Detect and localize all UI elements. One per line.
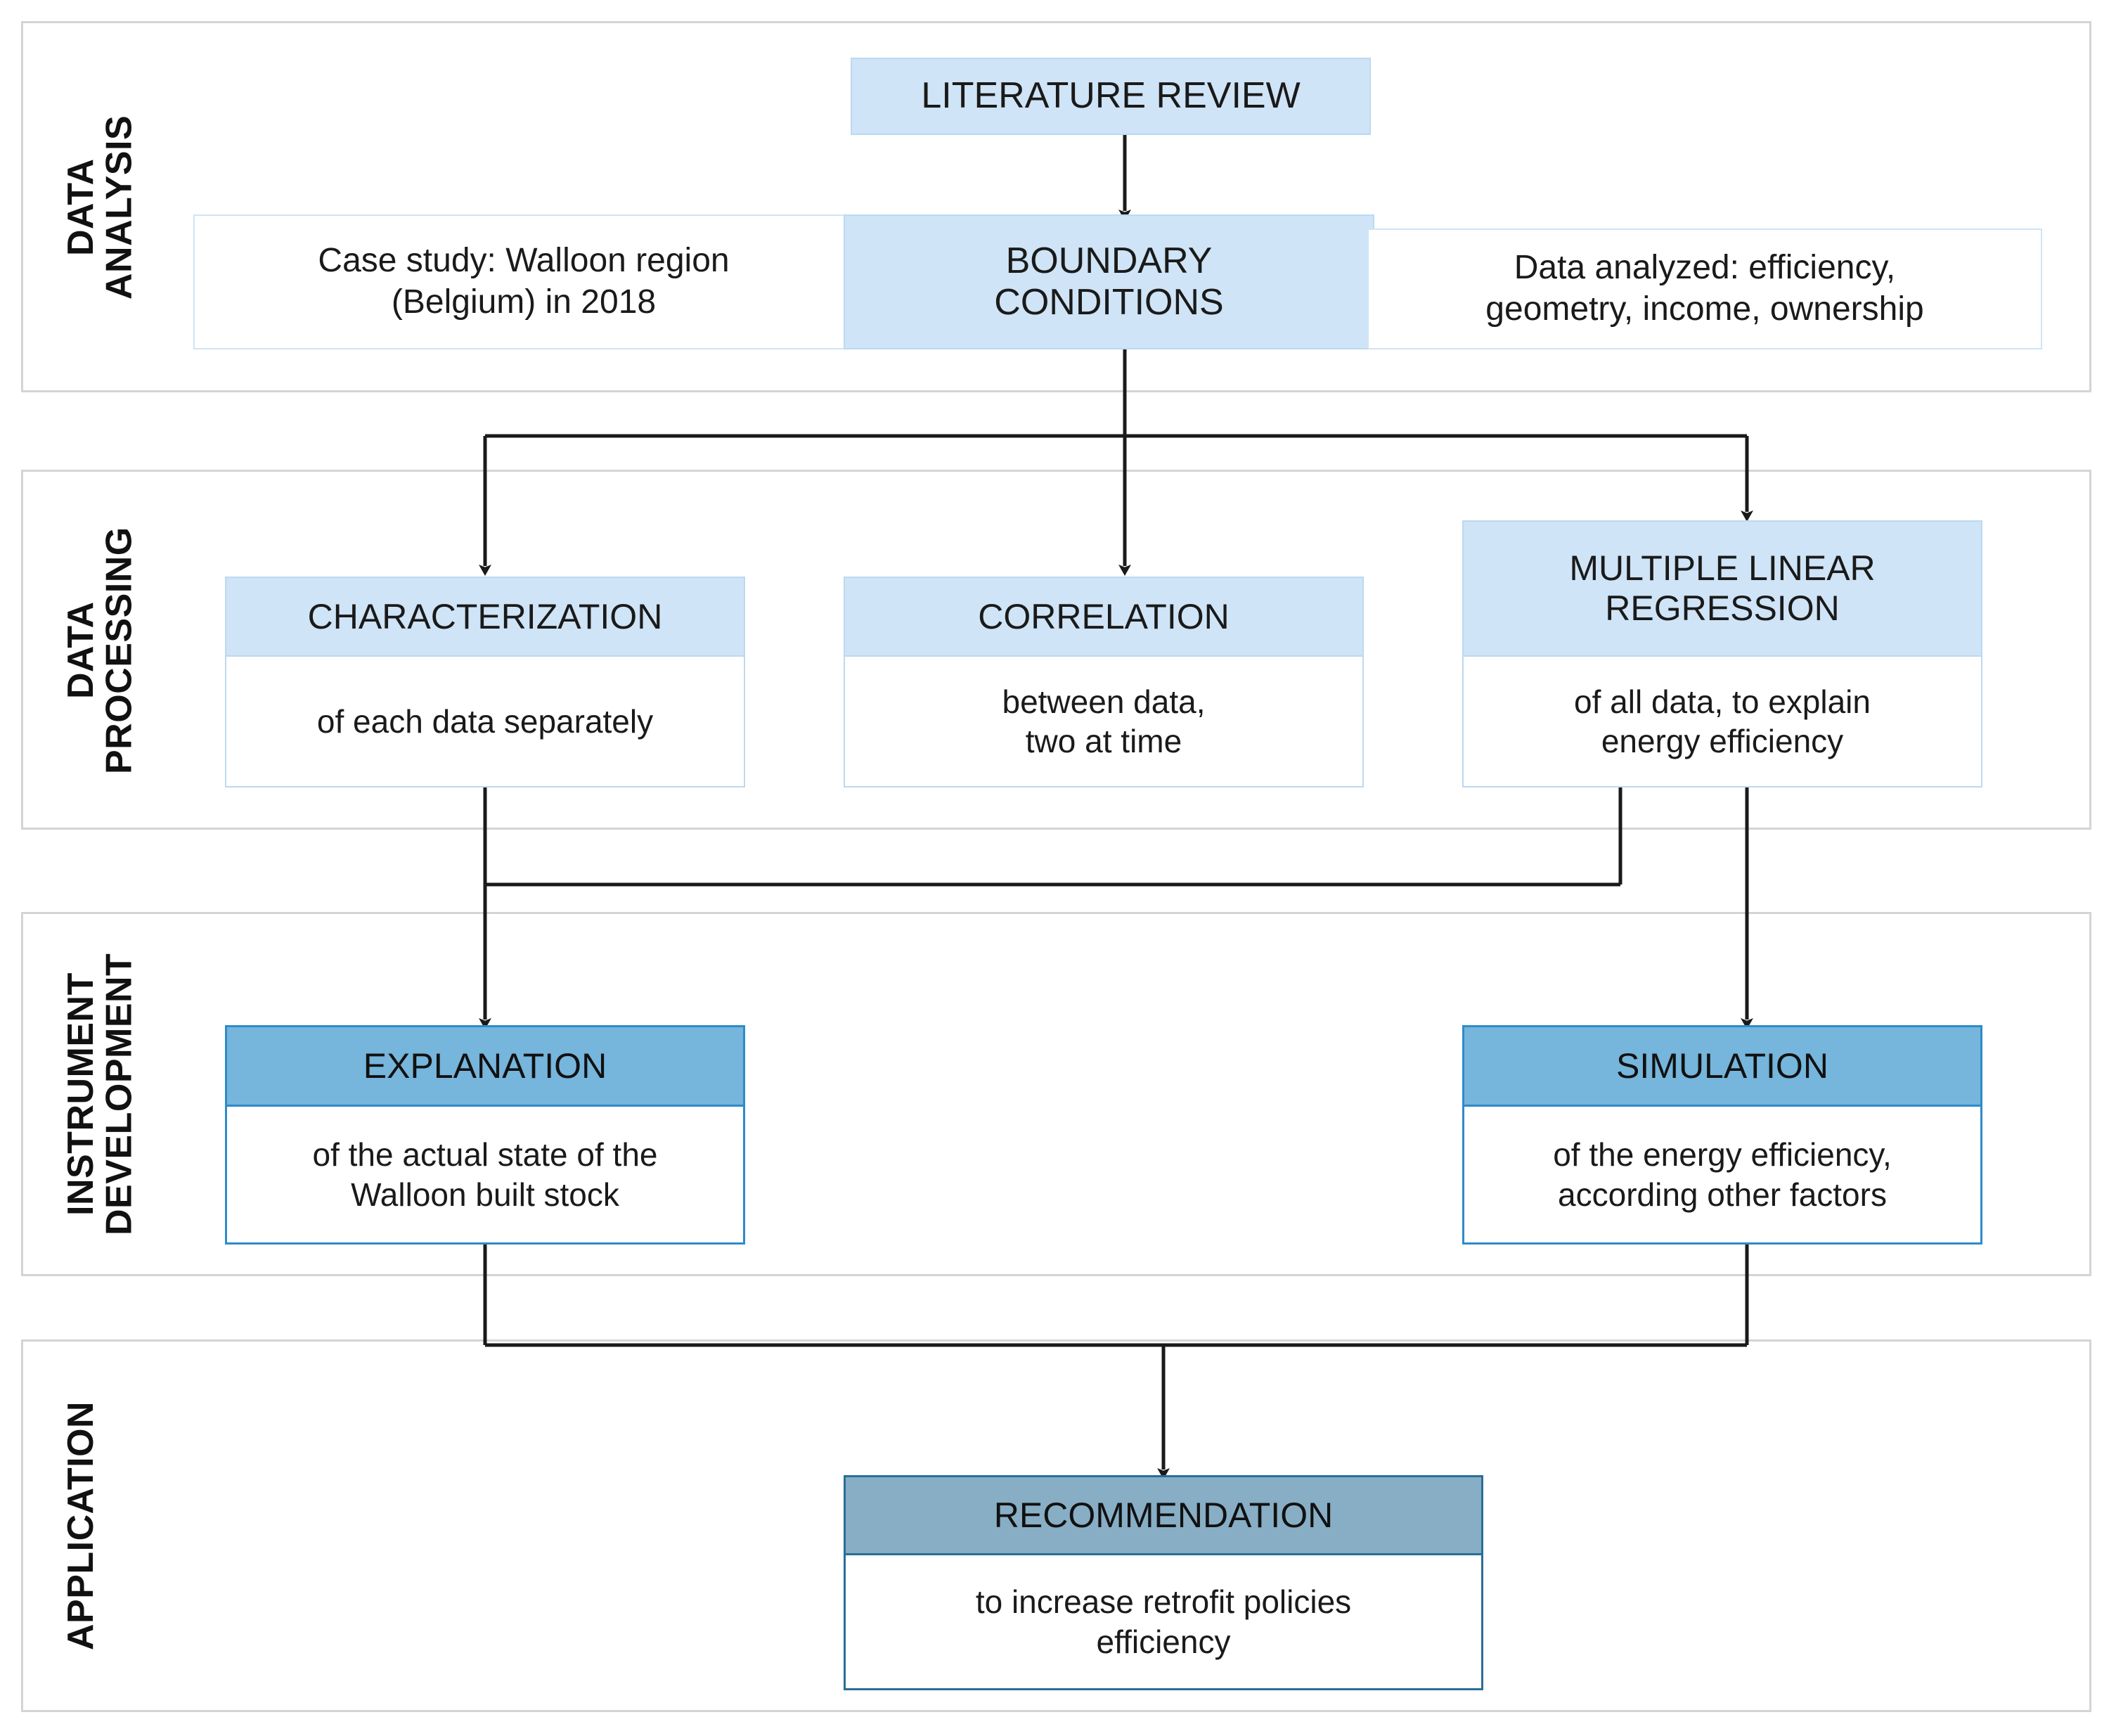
node-multiple-linear-regression[interactable]: MULTIPLE LINEAR REGRESSION of all data, … xyxy=(1462,520,1982,787)
node-multiple-linear-regression-body: of all data, to explain energy efficienc… xyxy=(1464,655,1981,786)
section-label-instrument-development: INSTRUMENT DEVELOPMENT xyxy=(60,953,140,1235)
node-explanation-body: of the actual state of the Walloon built… xyxy=(227,1105,743,1242)
node-literature-review-title: LITERATURE REVIEW xyxy=(852,59,1369,134)
section-label-data-processing: DATA PROCESSING xyxy=(60,527,140,774)
node-simulation[interactable]: SIMULATION of the energy efficiency, acc… xyxy=(1462,1025,1982,1245)
node-characterization[interactable]: CHARACTERIZATION of each data separately xyxy=(225,577,745,787)
node-characterization-body: of each data separately xyxy=(226,655,744,786)
node-simulation-title: SIMULATION xyxy=(1464,1027,1980,1105)
node-correlation-title: CORRELATION xyxy=(845,578,1362,655)
node-data-analyzed[interactable]: Data analyzed: efficiency, geometry, inc… xyxy=(1367,229,2042,349)
section-label-data-analysis: DATA ANALYSIS xyxy=(60,115,140,300)
node-multiple-linear-regression-title: MULTIPLE LINEAR REGRESSION xyxy=(1464,522,1981,655)
node-recommendation[interactable]: RECOMMENDATION to increase retrofit poli… xyxy=(844,1475,1483,1690)
node-characterization-title: CHARACTERIZATION xyxy=(226,578,744,655)
node-simulation-body: of the energy efficiency, according othe… xyxy=(1464,1105,1980,1242)
node-explanation[interactable]: EXPLANATION of the actual state of the W… xyxy=(225,1025,745,1245)
node-case-study-body: Case study: Walloon region (Belgium) in … xyxy=(195,216,853,348)
node-explanation-title: EXPLANATION xyxy=(227,1027,743,1105)
node-boundary-conditions[interactable]: BOUNDARY CONDITIONS xyxy=(844,214,1374,349)
node-data-analyzed-body: Data analyzed: efficiency, geometry, inc… xyxy=(1369,230,2041,348)
node-recommendation-body: to increase retrofit policies efficiency xyxy=(846,1553,1481,1688)
node-literature-review[interactable]: LITERATURE REVIEW xyxy=(851,58,1371,135)
section-label-application: APPLICATION xyxy=(60,1401,101,1651)
node-boundary-conditions-title: BOUNDARY CONDITIONS xyxy=(845,216,1373,348)
node-recommendation-title: RECOMMENDATION xyxy=(846,1477,1481,1553)
node-correlation-body: between data, two at time xyxy=(845,655,1362,786)
node-case-study[interactable]: Case study: Walloon region (Belgium) in … xyxy=(193,214,854,349)
node-correlation[interactable]: CORRELATION between data, two at time xyxy=(844,577,1364,787)
